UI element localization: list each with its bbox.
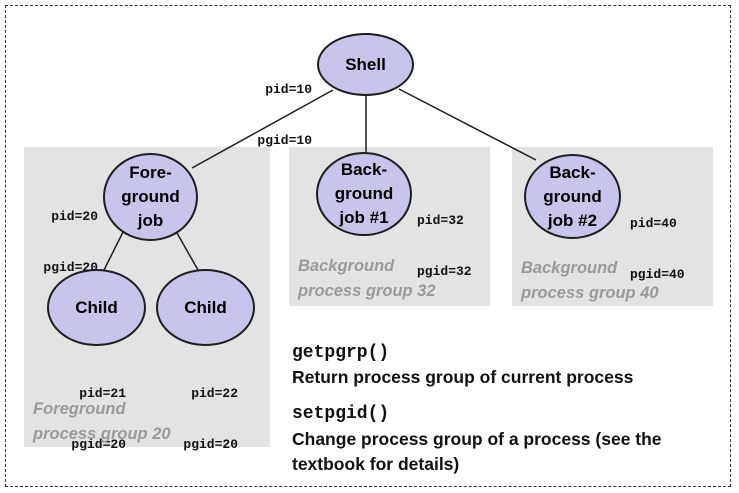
foreground-job-pid-label: pid=20 pgid=20 (24, 174, 98, 293)
background-job-2-node-label: Back- ground job #2 (543, 162, 602, 230)
getpgrp-function-name: getpgrp() (292, 343, 390, 363)
child-2-node-label: Child (184, 297, 227, 317)
foreground-group-label-line1: Foreground (33, 400, 126, 418)
child-2-pid: pid=22 (191, 386, 238, 401)
edge-shell-background-2 (398, 88, 537, 161)
shell-node: Shell (317, 33, 414, 96)
background-group-40-label-line1: Background (521, 259, 618, 277)
background-group-32-label: Background process group 32 (298, 254, 436, 304)
background-group-32-label-line2: process group 32 (298, 282, 436, 300)
child-2-node: Child (156, 269, 255, 346)
edge-foreground-child-2 (176, 232, 199, 271)
background-job-2-pgid: pgid=40 (630, 267, 685, 282)
background-job-2-pid: pid=40 (630, 216, 677, 231)
shell-node-label: Shell (345, 54, 386, 74)
background-job-1-pid: pid=32 (417, 213, 464, 228)
child-1-pgid: pgid=20 (71, 437, 126, 452)
child-1-pid: pid=21 (79, 386, 126, 401)
shell-pgid: pgid=10 (257, 133, 312, 148)
foreground-group-label-line2: process group 20 (33, 425, 171, 443)
background-job-1-node-label: Back- ground job #1 (334, 160, 394, 227)
background-job-2-pid-label: pid=40 pgid=40 (630, 181, 685, 300)
background-job-2-node: Back- ground job #2 (524, 154, 621, 239)
background-job-1-pid-label: pid=32 pgid=32 (417, 178, 472, 297)
edge-shell-foreground (191, 89, 334, 169)
background-group-40-label: Background process group 40 (521, 256, 659, 306)
foreground-job-pid: pid=20 (51, 209, 98, 224)
edge-foreground-child-1 (103, 231, 124, 271)
shell-pid-label: pid=10 pgid=10 (238, 47, 312, 166)
background-job-1-node: Back- ground job #1 (316, 152, 412, 236)
child-1-node-label: Child (75, 297, 118, 317)
foreground-job-node: Fore- ground job (103, 153, 198, 241)
background-group-32-label-line1: Background (298, 257, 395, 275)
shell-pid: pid=10 (265, 82, 312, 97)
getpgrp-description: Return process group of current process (292, 367, 634, 387)
foreground-group-label: Foreground process group 20 (33, 397, 171, 447)
foreground-job-node-label: Fore- ground job (121, 163, 180, 230)
diagram-frame (5, 5, 731, 487)
setpgid-description-line1: Change process group of a process (see t… (292, 429, 662, 449)
background-group-40-label-line2: process group 40 (521, 284, 659, 302)
child-1-pid-label: pid=21 pgid=20 (52, 351, 126, 470)
child-1-node: Child (47, 269, 146, 346)
child-2-pgid: pgid=20 (183, 437, 238, 452)
child-2-pid-label: pid=22 pgid=20 (164, 351, 238, 470)
background-job-1-pgid: pgid=32 (417, 264, 472, 279)
foreground-job-pgid: pgid=20 (43, 260, 98, 275)
setpgid-function-name: setpgid() (292, 404, 390, 424)
setpgid-description-line2: textbook for details) (292, 454, 460, 474)
